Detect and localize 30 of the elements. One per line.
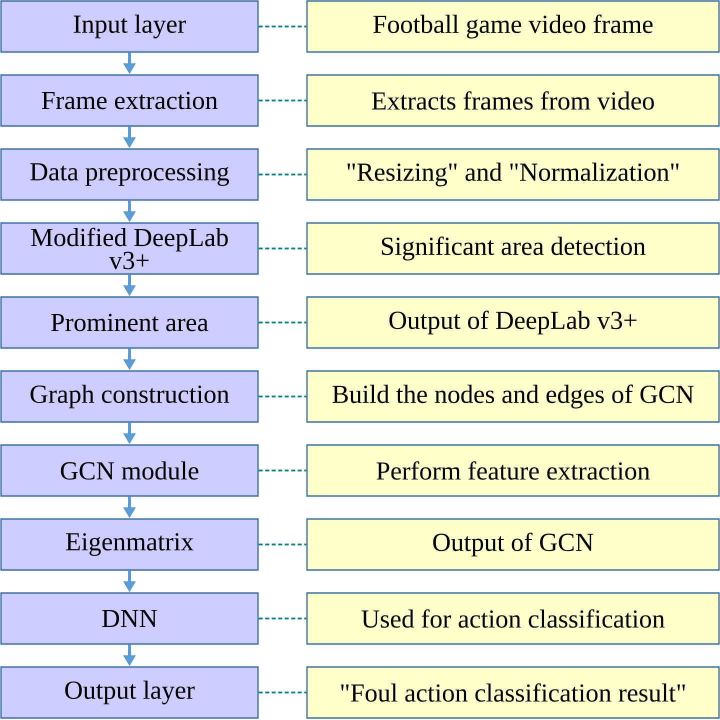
dashed-line (258, 100, 306, 102)
description-box: Perform feature extraction (306, 444, 720, 497)
dashed-line (258, 322, 306, 324)
process-box: Output layer (0, 666, 259, 719)
dashed-line (258, 470, 306, 472)
process-box: Input layer (0, 0, 259, 53)
dashed-line (258, 396, 306, 398)
description-box: Significant area detection (306, 222, 720, 275)
process-box: Frame extraction (0, 74, 259, 127)
process-box: Graph construction (0, 370, 259, 423)
process-box: Data preprocessing (0, 148, 259, 201)
description-box: "Resizing" and "Normalization" (306, 148, 720, 201)
description-box: Output of DeepLab v3+ (306, 296, 720, 349)
process-box: Prominent area (0, 296, 259, 349)
dashed-line (258, 248, 306, 250)
dashed-line (258, 692, 306, 694)
process-box: DNN (0, 592, 259, 645)
description-box: Extracts frames from video (306, 74, 720, 127)
process-box: GCN module (0, 444, 259, 497)
dashed-line (258, 544, 306, 546)
process-box: Modified DeepLab v3+ (0, 222, 259, 275)
process-box: Eigenmatrix (0, 518, 259, 571)
dashed-line (258, 174, 306, 176)
description-box: Output of GCN (306, 518, 720, 571)
description-box: Build the nodes and edges of GCN (306, 370, 720, 423)
description-box: Football game video frame (306, 0, 720, 53)
description-box: "Foul action classification result" (306, 666, 720, 719)
dashed-line (258, 618, 306, 620)
description-box: Used for action classification (306, 592, 720, 645)
dashed-line (258, 26, 306, 28)
